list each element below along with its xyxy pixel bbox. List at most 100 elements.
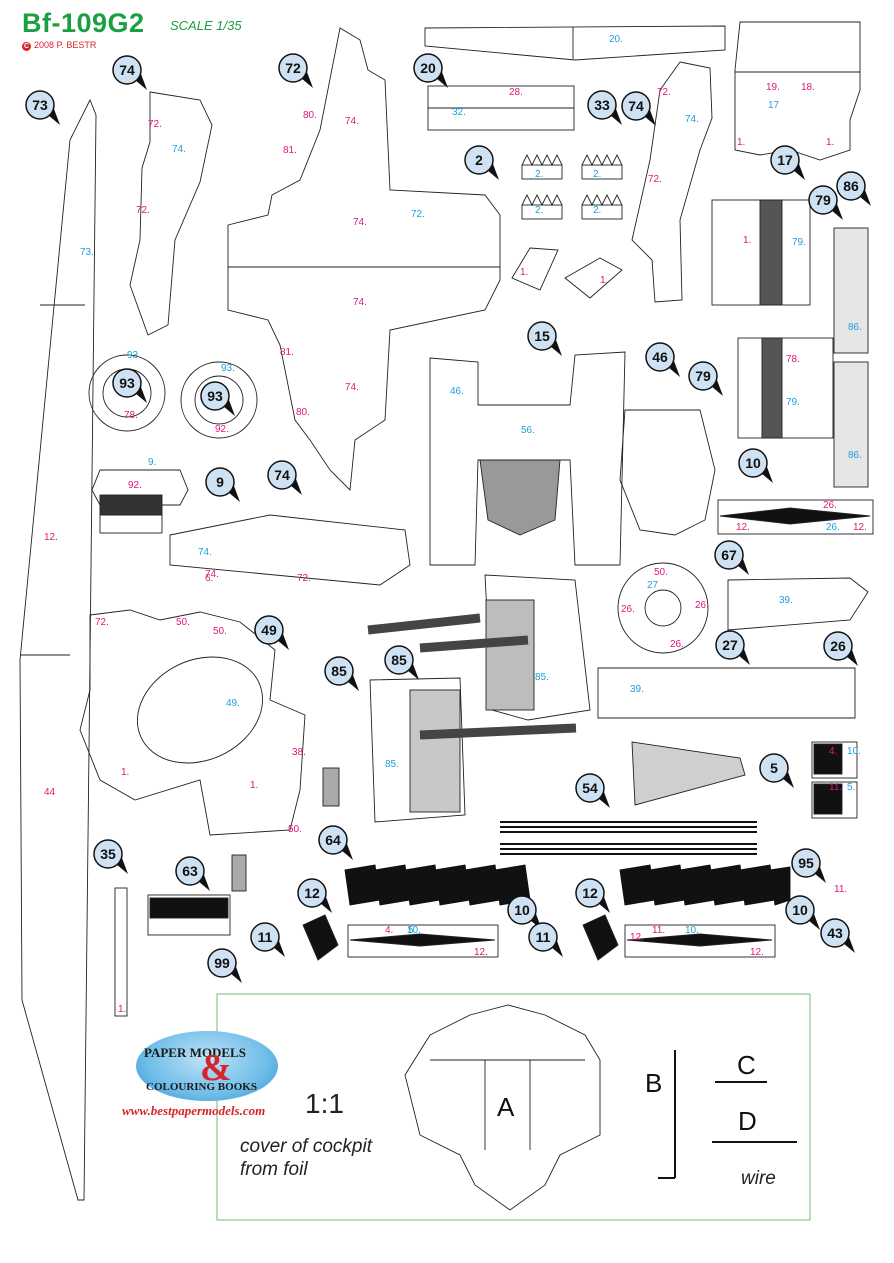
callout-marker: 79 — [808, 185, 843, 220]
part-17-18-19 — [734, 21, 861, 161]
label-c: C — [737, 1050, 756, 1080]
part-number-label: 9. — [148, 457, 156, 468]
callout-circle — [200, 381, 230, 411]
logo-url[interactable]: www.bestpapermodels.com — [122, 1103, 266, 1118]
part-number-label: 17 — [768, 100, 780, 111]
part-85-lower — [369, 677, 466, 823]
callout-circle — [267, 460, 297, 490]
callout-circle — [527, 321, 557, 351]
callout-circle — [575, 878, 605, 908]
part-number-label: 2. — [535, 169, 543, 180]
part-1-small-b — [564, 257, 623, 299]
model-title: Bf-109G2 — [22, 8, 145, 38]
part-99 — [147, 894, 231, 936]
callout-marker: 95 — [791, 848, 826, 883]
callout-circle — [175, 856, 205, 886]
callout-number: 33 — [594, 97, 610, 113]
part-number-label: 74. — [198, 547, 212, 558]
callout-marker: 93 — [112, 368, 147, 403]
part-number-label: 81. — [280, 347, 294, 358]
callout-marker: 85 — [384, 645, 419, 680]
part-12-left — [344, 864, 531, 906]
callout-marker: 43 — [820, 918, 855, 953]
part-number-label: 44 — [44, 787, 56, 798]
callout-number: 5 — [770, 760, 778, 776]
part-64 — [322, 767, 340, 807]
part-number-label: 10. — [685, 925, 699, 936]
callout-number: 79 — [695, 368, 711, 384]
callout-marker: 54 — [575, 773, 610, 808]
logo-line1: PAPER MODELS — [144, 1045, 246, 1060]
part-number-label: 74. — [353, 217, 367, 228]
part-number-label: 50. — [213, 626, 227, 637]
callout-number: 49 — [261, 622, 277, 638]
part-number-label: 74. — [172, 144, 186, 155]
part-number-label: 1. — [118, 1004, 126, 1015]
part-86-b — [833, 361, 869, 488]
callout-marker: 79 — [688, 361, 723, 396]
cover-note-line2: from foil — [240, 1159, 308, 1180]
callout-circle — [207, 948, 237, 978]
callout-marker: 63 — [175, 856, 210, 891]
part-56-fill — [479, 459, 561, 536]
callout-number: 10 — [792, 902, 808, 918]
part-number-label: 1. — [250, 780, 258, 791]
part-number-label: 72. — [136, 205, 150, 216]
callout-number: 95 — [798, 855, 814, 871]
callout-circle — [770, 145, 800, 175]
part-10-strip-mid — [624, 924, 776, 958]
callout-circle — [112, 368, 142, 398]
cockpit-cover-A — [404, 1004, 601, 1211]
callout-number: 46 — [652, 349, 668, 365]
part-number-label: 5. — [847, 782, 855, 793]
callout-marker: 86 — [836, 171, 871, 206]
callout-marker: 93 — [200, 381, 235, 416]
callout-circle — [112, 55, 142, 85]
callout-marker: 12 — [297, 878, 332, 913]
callout-circle — [297, 878, 327, 908]
callout-marker: 74 — [112, 55, 147, 90]
callout-circle — [738, 448, 768, 478]
callout-marker: 9 — [205, 467, 240, 502]
callout-circle — [575, 773, 605, 803]
callout-number: 2 — [475, 152, 483, 168]
publisher-logo[interactable]: PAPER MODELS & COLOURING BOOKS www.bestp… — [122, 1027, 302, 1123]
callout-number: 35 — [100, 846, 116, 862]
part-number-label: 4. — [385, 925, 393, 936]
part-5-4-a — [811, 741, 858, 779]
callout-marker: 12 — [575, 878, 610, 913]
callout-circle — [714, 540, 744, 570]
part-72-wing-center — [227, 27, 501, 491]
callout-number: 67 — [721, 547, 737, 563]
part-number-label: 10. — [407, 925, 421, 936]
callout-marker: 2 — [464, 145, 499, 180]
callout-circle — [621, 91, 651, 121]
part-number-label: 12. — [474, 947, 488, 958]
callout-marker: 10 — [785, 895, 820, 930]
part-39-49-38 — [79, 609, 306, 836]
part-number-label: 72. — [148, 119, 162, 130]
part-number-label: 12. — [630, 932, 644, 943]
part-number-label: 32. — [452, 107, 466, 118]
part-number-label: 50. — [288, 824, 302, 835]
callout-number: 10 — [745, 455, 761, 471]
callout-circle — [528, 922, 558, 952]
logo-oval — [136, 1031, 278, 1101]
part-number-label: 18. — [801, 82, 815, 93]
part-number-label: 72. — [657, 87, 671, 98]
part-number-label: 26. — [823, 500, 837, 511]
callout-circle — [808, 185, 838, 215]
callout-number: 15 — [534, 328, 550, 344]
callout-marker: 5 — [759, 753, 794, 788]
callout-circle — [318, 825, 348, 855]
callout-number: 93 — [207, 388, 223, 404]
callout-marker: 17 — [770, 145, 805, 180]
part-number-label: 74. — [685, 114, 699, 125]
part-number-label: 74. — [353, 297, 367, 308]
part-74-lower — [169, 514, 411, 586]
callout-number: 63 — [182, 863, 198, 879]
part-number-label: 26. — [826, 522, 840, 533]
callout-number: 54 — [582, 780, 598, 796]
label-d: D — [738, 1106, 757, 1136]
